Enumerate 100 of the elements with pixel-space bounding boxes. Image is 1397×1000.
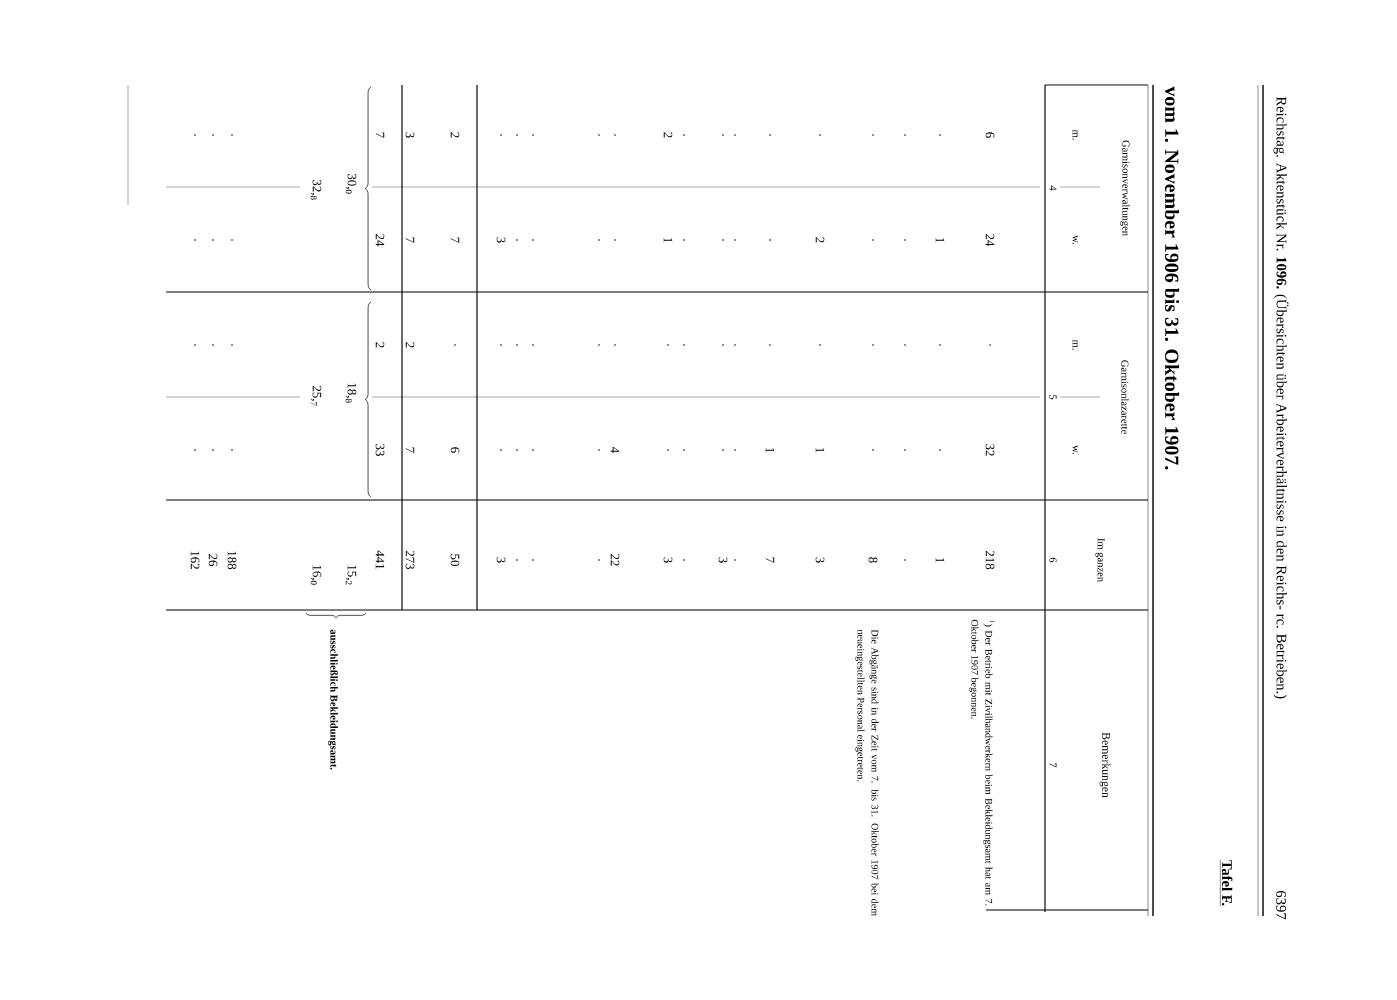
- column-header: Garnisonverwaltungen: [1120, 140, 1130, 236]
- table-cell: 7: [405, 237, 415, 243]
- table-cell: .: [734, 134, 736, 136]
- table-cell: .: [872, 239, 874, 241]
- table-cell: .: [194, 449, 196, 451]
- table-cell: .: [683, 449, 685, 451]
- table-cell: 22: [610, 554, 620, 566]
- table-cell: 4: [610, 447, 620, 453]
- column-header: Im ganzen: [1095, 538, 1105, 582]
- table-cell: 50: [450, 554, 460, 566]
- table-cell: 2: [375, 342, 385, 348]
- table-cell: 16,$_{0}$: [310, 565, 322, 585]
- table-cell: .: [683, 559, 685, 561]
- table-cell: 7: [450, 237, 460, 243]
- table-cell: .: [212, 449, 214, 451]
- remark-text: ausschließlich Bekleidungsamt.: [328, 629, 338, 770]
- table-cell: 2: [405, 342, 415, 348]
- column-header: w.: [1072, 235, 1078, 245]
- table-cell: 8: [868, 557, 878, 563]
- table-cell: 7: [375, 132, 385, 138]
- table-cell: 32: [985, 444, 995, 456]
- table-cell: .: [722, 239, 724, 241]
- column-number: 5: [1049, 394, 1057, 400]
- table-cell: 6: [985, 132, 995, 138]
- table-cell: 33: [375, 444, 385, 456]
- table-cell: .: [532, 344, 534, 346]
- table-cell: 273: [405, 550, 415, 570]
- table-cell: .: [500, 134, 502, 136]
- table-cell: .: [939, 449, 941, 451]
- table-cell: .: [598, 559, 600, 561]
- remark-text: Die Abgänge sind in der Zeit vom 7. bis 31. Oktober 1907 bei dem neueingestellten Personal eingetreten.: [855, 629, 879, 916]
- table-cell: .: [516, 239, 518, 241]
- table-cell: .: [734, 449, 736, 451]
- table-cell: 32,$_{8}$: [310, 180, 322, 200]
- table-cell: .: [516, 449, 518, 451]
- column-header: Garnisonlazarette: [1121, 360, 1129, 434]
- table-cell: .: [819, 344, 821, 346]
- table-cell: .: [516, 134, 518, 136]
- column-number: 7: [1049, 763, 1057, 768]
- column-header: w.: [1072, 445, 1078, 455]
- table-cell: 218: [985, 550, 995, 570]
- table-label: Tafel F.: [1220, 859, 1233, 907]
- table-cell: 3: [663, 557, 673, 563]
- table-cell: 3: [718, 557, 728, 563]
- table-cell: .: [872, 449, 874, 451]
- table-cell: .: [722, 134, 724, 136]
- table-cell: 18,$_{8}$: [345, 383, 357, 403]
- table-cell: .: [516, 559, 518, 561]
- table-cell: .: [598, 134, 600, 136]
- table-cell: .: [194, 239, 196, 241]
- table-cell: .: [500, 344, 502, 346]
- table-cell: 3: [496, 557, 506, 563]
- table-cell: 1: [815, 447, 825, 453]
- table-cell: .: [231, 239, 233, 241]
- table-cell: .: [769, 239, 771, 241]
- table-cell: 6: [450, 447, 460, 453]
- table-cell: 24: [985, 234, 995, 247]
- table-cell: .: [231, 344, 233, 346]
- table-cell: 1: [935, 557, 945, 563]
- table-cell: 30,$_{0}$: [345, 174, 357, 194]
- page-number: 6397: [1276, 891, 1286, 920]
- table-cell: .: [614, 344, 616, 346]
- table-cell: .: [667, 449, 669, 451]
- table-cell: .: [516, 344, 518, 346]
- table-cell: .: [194, 134, 196, 136]
- table-cell: .: [734, 239, 736, 241]
- table-cell: .: [532, 449, 534, 451]
- table-cell: .: [212, 344, 214, 346]
- table-cell: .: [532, 559, 534, 561]
- table-cell: .: [872, 134, 874, 136]
- table-cell: .: [769, 344, 771, 346]
- table-cell: .: [819, 134, 821, 136]
- table-cell: 162: [190, 551, 200, 569]
- table-cell: 1: [935, 237, 945, 243]
- column-header: Bemerkungen: [1099, 732, 1111, 798]
- table-cell: .: [667, 344, 669, 346]
- table-cell: .: [722, 449, 724, 451]
- table-cell: .: [904, 134, 906, 136]
- table-cell: .: [939, 134, 941, 136]
- table-cell: .: [454, 344, 456, 346]
- table-cell: .: [904, 559, 906, 561]
- column-header: m.: [1072, 129, 1078, 140]
- column-number: 4: [1049, 185, 1057, 191]
- table-cell: 2: [450, 132, 460, 138]
- table-cell: .: [683, 344, 685, 346]
- table-cell: .: [904, 449, 906, 451]
- table-cell: .: [734, 344, 736, 346]
- table-cell: 2: [815, 237, 825, 243]
- table-cell: 1: [663, 237, 673, 243]
- table-cell: .: [532, 134, 534, 136]
- table-cell: .: [904, 344, 906, 346]
- table-cell: .: [939, 344, 941, 346]
- table-cell: 7: [405, 447, 415, 453]
- table-cell: 26: [208, 554, 218, 567]
- table-cell: 24: [375, 234, 385, 247]
- table-cell: .: [722, 344, 724, 346]
- table-cell: .: [683, 239, 685, 241]
- table-cell: .: [212, 239, 214, 241]
- table-cell: .: [598, 344, 600, 346]
- table-cell: .: [769, 134, 771, 136]
